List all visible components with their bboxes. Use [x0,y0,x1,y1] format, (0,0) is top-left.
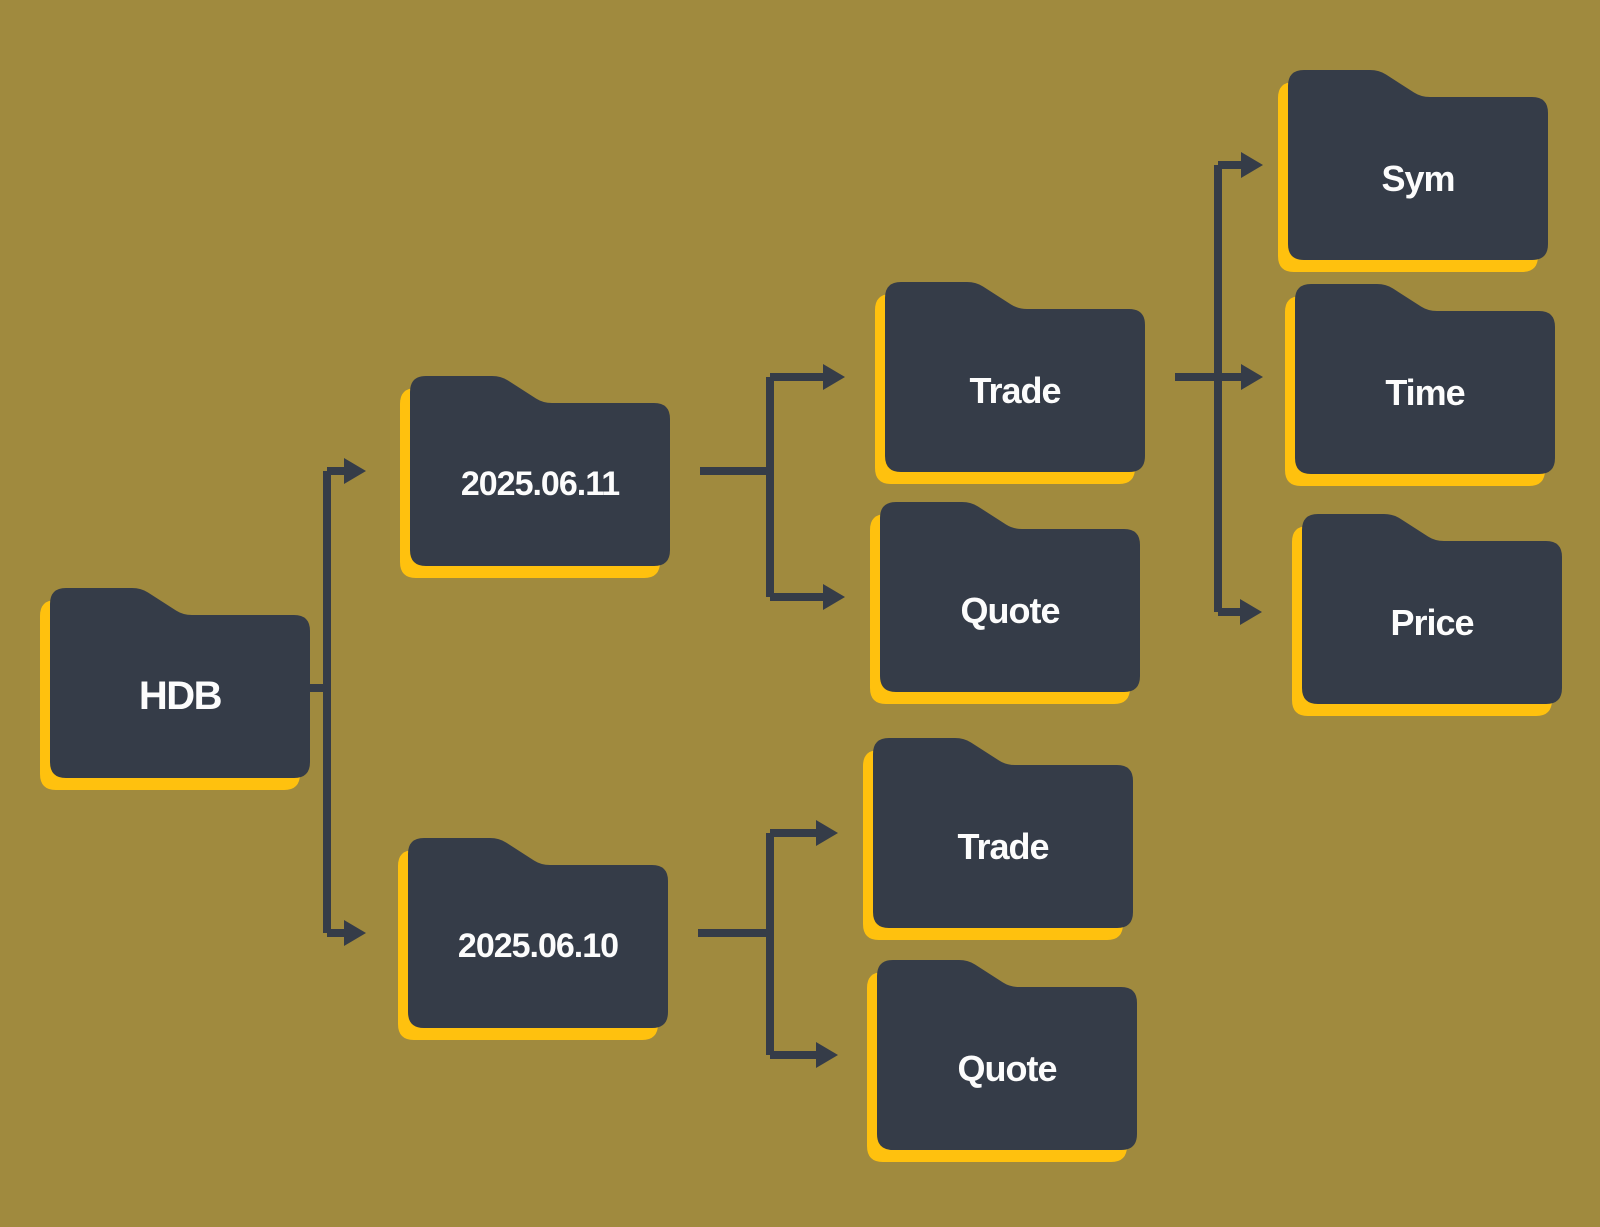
folder-hdb: HDB [40,588,310,790]
folder-quote-date1: Quote [870,502,1140,704]
arrowhead-icon [1241,364,1263,390]
connector-trade-to-columns [1175,152,1263,625]
folder-time: Time [1285,284,1555,486]
folder-trade2-label: Trade [957,825,1049,867]
folder-date-2025-06-11: 2025.06.11 [400,376,670,578]
connector-date2-to-tables [698,820,838,1068]
arrowhead-icon [344,920,366,946]
arrowhead-icon [816,1042,838,1068]
arrowhead-icon [1240,599,1262,625]
folder-trade1-label: Trade [969,369,1061,411]
folder-date-2025-06-10: 2025.06.10 [398,838,668,1040]
folder-time-label: Time [1385,371,1465,413]
folder-trade-date2: Trade [863,738,1133,940]
arrowhead-icon [823,584,845,610]
folder-quote-date2: Quote [867,960,1137,1162]
connector-hdb-to-dates [308,458,366,946]
folder-date1-label: 2025.06.11 [460,465,620,503]
connector-date1-to-tables [700,364,845,610]
arrowhead-icon [344,458,366,484]
arrowhead-icon [1241,152,1263,178]
arrowhead-icon [816,820,838,846]
arrowhead-icon [823,364,845,390]
folder-date2-label: 2025.06.10 [457,927,619,965]
folder-price: Price [1292,514,1562,716]
folder-quote2-label: Quote [957,1047,1058,1089]
folder-sym: Sym [1278,70,1548,272]
folder-price-label: Price [1390,601,1474,643]
folder-sym-label: Sym [1381,157,1455,199]
folder-quote1-label: Quote [960,589,1061,631]
folder-hdb-label: HDB [138,674,223,718]
folder-trade-date1: Trade [875,282,1145,484]
